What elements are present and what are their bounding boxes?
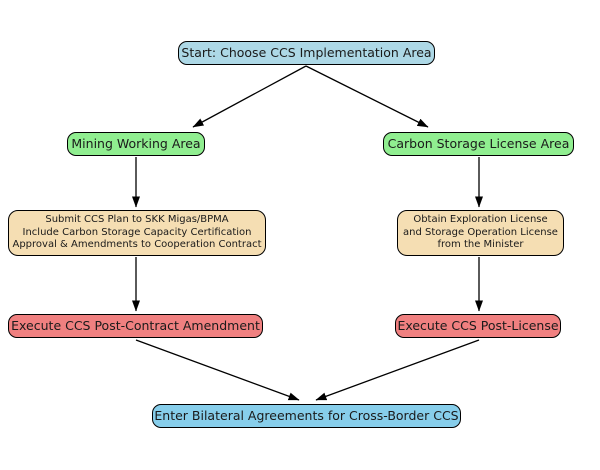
- node-label: Enter Bilateral Agreements for Cross-Bor…: [154, 407, 459, 423]
- node-execute-post-license: Execute CCS Post-License: [395, 314, 561, 338]
- node-label: Execute CCS Post-License: [397, 317, 559, 333]
- node-bilateral-agreements: Enter Bilateral Agreements for Cross-Bor…: [152, 404, 461, 428]
- node-label-line: and Storage Operation License: [403, 226, 558, 238]
- node-submit-ccs-plan: Submit CCS Plan to SKK Migas/BPMA Includ…: [8, 210, 266, 256]
- edge-execlicense-bilateral: [315, 339, 480, 401]
- node-label-line: Obtain Exploration License: [413, 214, 548, 226]
- node-mining-working-area: Mining Working Area: [67, 132, 205, 156]
- edge-execcontract-bilateral: [135, 339, 300, 401]
- node-label: Start: Choose CCS Implementation Area: [181, 44, 432, 60]
- node-obtain-licenses: Obtain Exploration License and Storage O…: [397, 210, 564, 256]
- edge-start-mining: [192, 65, 307, 128]
- node-label: Execute CCS Post-Contract Amendment: [11, 317, 260, 333]
- node-label: Carbon Storage License Area: [387, 135, 570, 151]
- node-carbon-storage-license-area: Carbon Storage License Area: [383, 132, 574, 156]
- node-label: Mining Working Area: [71, 135, 201, 151]
- node-start-choose-area: Start: Choose CCS Implementation Area: [178, 41, 435, 65]
- node-label-line: from the Minister: [437, 239, 524, 251]
- node-label-line: Submit CCS Plan to SKK Migas/BPMA: [45, 214, 229, 226]
- node-label-line: Approval & Amendments to Cooperation Con…: [12, 239, 262, 251]
- node-label-line: Include Carbon Storage Capacity Certific…: [22, 226, 252, 238]
- edge-start-carbon: [305, 65, 429, 128]
- node-execute-post-contract-amendment: Execute CCS Post-Contract Amendment: [8, 314, 263, 338]
